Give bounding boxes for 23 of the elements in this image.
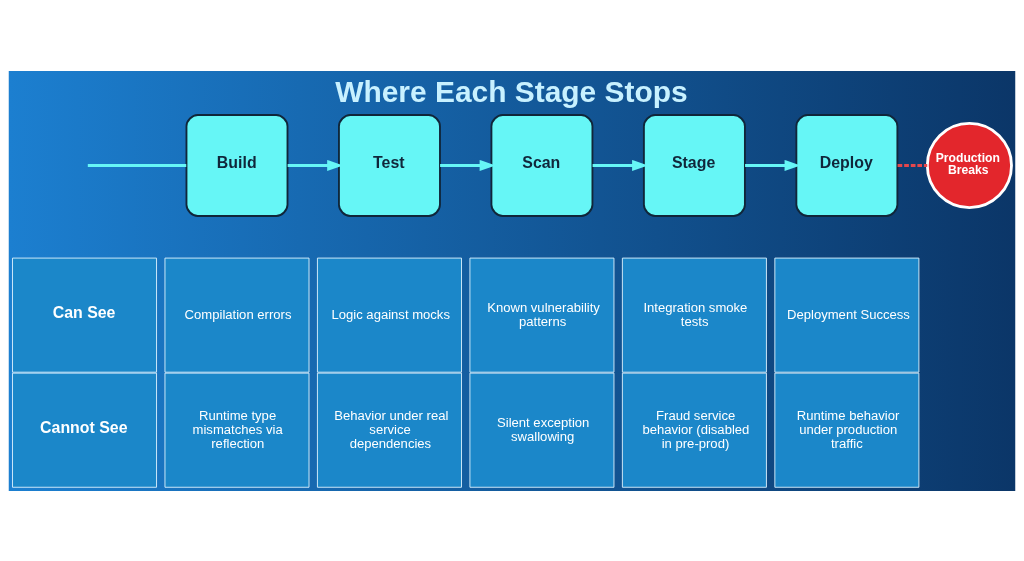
label: Fraud service behavior (disabled in pre-prod) [642, 407, 750, 451]
label: Compilation errors [184, 306, 292, 322]
node-box: Scan [490, 113, 594, 217]
node-box: Test [338, 113, 441, 217]
label: Behavior under real service dependencies [334, 407, 449, 451]
connector [87, 163, 187, 167]
label: Logic against mocks [331, 306, 450, 322]
label: Integration smoke tests [643, 299, 748, 329]
label: Cannot See [40, 418, 128, 436]
label: Runtime behavior under production traffic [796, 407, 900, 451]
label: Can See [52, 303, 116, 321]
node-box: Deploy [795, 113, 899, 217]
label: Known vulnerability patterns [487, 299, 600, 329]
node-box: Stage [642, 113, 746, 217]
node-circle: Production Breaks [925, 121, 1013, 209]
label: Runtime type mismatches via reflection [192, 407, 283, 451]
label: Silent exception swallowing [497, 414, 590, 444]
node-box: Build [185, 113, 289, 217]
diagram-title: Where Each Stage Stops [335, 73, 688, 107]
label: Deployment Success [787, 306, 910, 322]
arrow [440, 159, 496, 171]
connector [897, 163, 928, 167]
arrow [745, 159, 801, 171]
